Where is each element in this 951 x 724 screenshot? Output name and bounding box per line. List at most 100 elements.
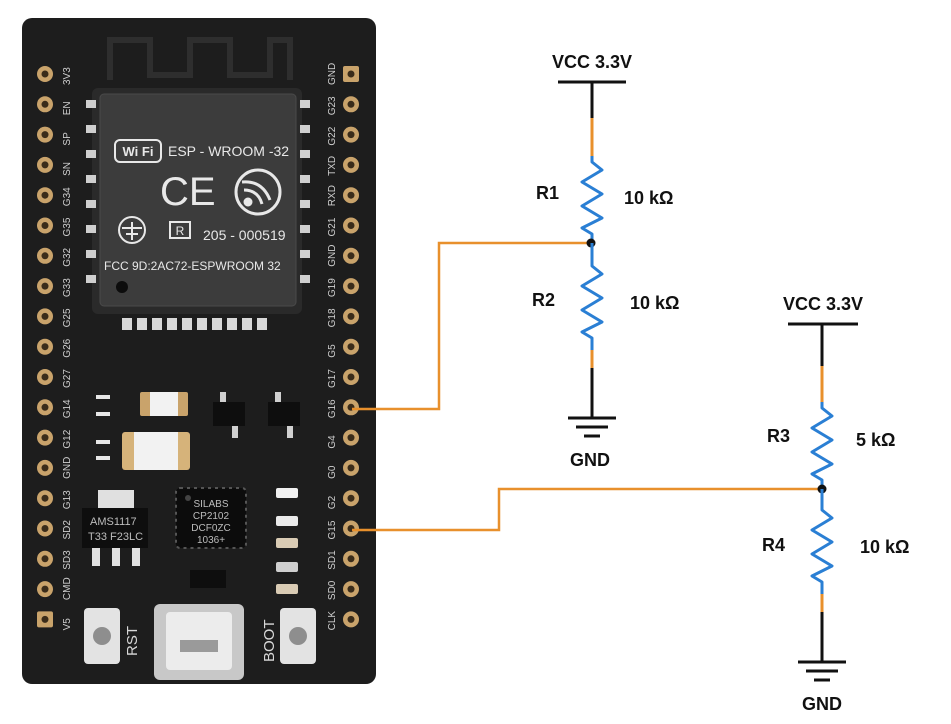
left-pin-g25: G25 (37, 308, 73, 327)
smd-components (96, 392, 300, 594)
left-pin-v5: V5 (37, 611, 73, 630)
resistor-r2-icon (580, 243, 604, 350)
voltage-divider-1: VCC 3.3V R1 10 kΩ R2 10 kΩ GND (532, 52, 679, 470)
usb-chip-line-3: DCF0ZC (191, 523, 230, 534)
left-pin-label: G27 (62, 369, 73, 388)
right-pin-label: GND (327, 63, 338, 85)
left-pin-g27: G27 (37, 369, 73, 388)
right-pin-label: G19 (327, 278, 338, 297)
right-pin-rxd: RXD (327, 185, 359, 206)
module-side-pads (86, 100, 310, 283)
left-pin-sn: SN (37, 156, 73, 176)
wifi-logo: Wi Fi (114, 139, 162, 163)
right-pin-label: G0 (327, 465, 338, 479)
wire-g15-to-divider2 (352, 487, 822, 532)
left-pin-label: G34 (62, 187, 73, 206)
r2-name: R2 (532, 290, 555, 310)
r2-value: 10 kΩ (630, 293, 679, 313)
left-pin-label: G25 (62, 308, 73, 327)
right-pin-gnd: GND (327, 63, 359, 85)
voltage-divider-2: VCC 3.3V R3 5 kΩ R4 10 kΩ GND (762, 294, 909, 714)
module-bottom-pads (122, 318, 267, 330)
right-pin-g23: G23 (327, 96, 359, 115)
divider2-vcc-label: VCC 3.3V (783, 294, 863, 314)
left-pin-label: G12 (62, 429, 73, 448)
left-pin-label: CMD (62, 577, 73, 600)
right-pin-g21: G21 (327, 217, 359, 237)
left-pin-label: G13 (62, 490, 73, 509)
right-pin-label: TXD (327, 156, 338, 176)
left-pin-label: G35 (62, 217, 73, 236)
usb-chip-line-1: SILABS (193, 499, 228, 510)
left-pin-label: G32 (62, 247, 73, 266)
divider2-gnd-label: GND (802, 694, 842, 714)
wifi-logo-text: Wi Fi (123, 144, 154, 159)
certification-icon (118, 216, 146, 244)
right-pin-label: G16 (327, 399, 338, 418)
left-pin-sp: SP (37, 126, 73, 146)
r-mark: R (176, 224, 185, 238)
left-pin-en: EN (37, 96, 73, 115)
usb-uart-chip: SILABS CP2102 DCF0ZC 1036+ (175, 487, 247, 549)
regulator-ams1117: AMS1117 T33 F23LC (82, 490, 148, 566)
boot-button[interactable] (280, 608, 316, 664)
left-pin-g12: G12 (37, 429, 73, 449)
left-pin-label: GND (62, 457, 73, 479)
usb-chip-line-4: 1036+ (197, 535, 225, 546)
right-pin-label: RXD (327, 185, 338, 206)
right-pin-label: G15 (327, 520, 338, 539)
r4-name: R4 (762, 535, 785, 555)
right-pin-sd1: SD1 (327, 550, 359, 570)
left-pin-g34: G34 (37, 187, 73, 206)
left-pin-label: 3V3 (62, 67, 73, 85)
left-pin-sd3: SD3 (37, 550, 73, 570)
divider1-gnd-label: GND (570, 450, 610, 470)
right-pin-g17: G17 (327, 369, 359, 388)
left-pin-3v3: 3V3 (37, 66, 73, 85)
right-pin-label: G18 (327, 308, 338, 327)
right-pin-header: GNDG23G22TXDRXDG21GNDG19G18G5G17G16G4G0G… (327, 63, 359, 630)
r1-name: R1 (536, 183, 559, 203)
right-pin-label: G22 (327, 126, 338, 145)
left-pin-g14: G14 (37, 399, 73, 418)
right-pin-g5: G5 (327, 338, 359, 358)
right-pin-label: G23 (327, 96, 338, 115)
right-pin-label: G4 (327, 435, 338, 449)
wire-g16-to-divider1 (352, 241, 591, 411)
antenna-trace (107, 37, 293, 80)
left-pin-header: 3V3ENSPSNG34G35G32G33G25G26G27G14G12GNDG… (37, 66, 73, 630)
right-pin-label: G21 (327, 217, 338, 236)
right-pin-label: SD0 (327, 580, 338, 600)
right-pin-label: G17 (327, 369, 338, 388)
right-pin-label: GND (327, 245, 338, 267)
resistor-r1-icon (580, 156, 604, 243)
divider1-vcc-label: VCC 3.3V (552, 52, 632, 72)
left-pin-label: V5 (62, 618, 73, 631)
left-pin-g35: G35 (37, 217, 73, 237)
micro-usb-port (154, 604, 244, 680)
left-pin-label: EN (62, 101, 73, 115)
divider2-ground-icon (798, 660, 846, 682)
r3-value: 5 kΩ (856, 430, 895, 450)
fcc-id: FCC 9D:2AC72-ESPWROOM 32 (104, 259, 281, 273)
left-pin-label: G14 (62, 399, 73, 418)
right-pin-g0: G0 (327, 459, 359, 479)
right-pin-clk: CLK (327, 611, 359, 630)
divider1-ground-icon (568, 416, 616, 438)
r4-value: 10 kΩ (860, 537, 909, 557)
right-pin-label: SD1 (327, 550, 338, 570)
regulator-line-2: T33 F23LC (88, 531, 143, 543)
left-pin-sd2: SD2 (37, 520, 73, 540)
left-pin-g33: G33 (37, 278, 73, 297)
resistor-r4-icon (810, 489, 834, 594)
right-pin-g22: G22 (327, 126, 359, 146)
left-pin-label: SN (62, 162, 73, 176)
left-pin-gnd: GND (37, 457, 73, 479)
left-pin-g32: G32 (37, 247, 73, 267)
rst-button[interactable] (84, 608, 120, 664)
resistor-r3-icon (810, 402, 834, 489)
right-pin-label: G2 (327, 495, 338, 509)
left-pin-g13: G13 (37, 490, 73, 509)
right-pin-g19: G19 (327, 278, 359, 297)
